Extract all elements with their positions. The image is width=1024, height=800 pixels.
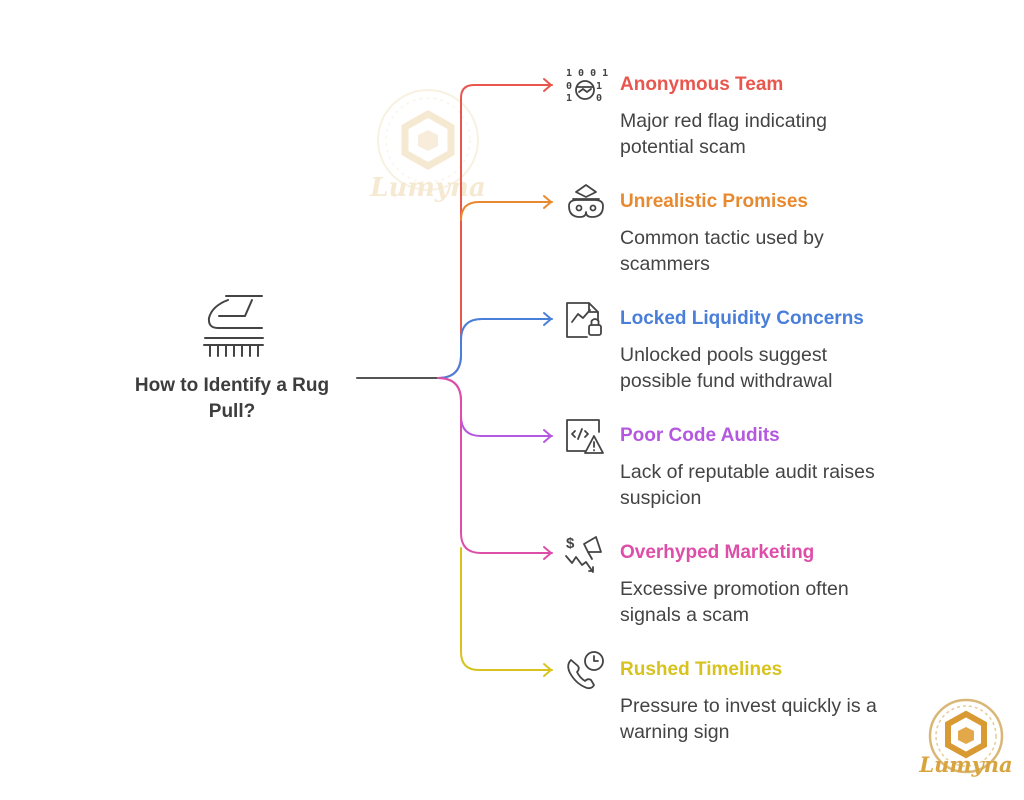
item-desc-line1: Common tactic used by [620, 227, 824, 249]
item-description: Common tactic used by scammers [620, 225, 950, 277]
code-warning-icon [566, 419, 604, 454]
svg-text:1: 1 [566, 93, 572, 104]
connector-lines [356, 78, 553, 677]
watermark-logo-faint: Lumyna [369, 89, 486, 203]
branch-item-rushed-timelines: Rushed Timelines Pressure to invest quic… [620, 657, 950, 745]
item-description: Excessive promotion often signals a scam [620, 576, 950, 628]
item-title: Overhyped Marketing [620, 542, 815, 563]
item-title: Poor Code Audits [620, 425, 780, 446]
svg-text:0: 0 [596, 93, 602, 104]
item-description: Lack of reputable audit raises suspicion [620, 459, 950, 511]
item-desc-line2: signals a scam [620, 604, 749, 626]
item-title: Locked Liquidity Concerns [620, 308, 864, 329]
item-desc-line1: Unlocked pools suggest [620, 344, 828, 366]
arrowhead-1 [543, 78, 552, 92]
thief-mask-icon [568, 184, 604, 218]
item-desc-line2: possible fund withdrawal [620, 370, 833, 392]
item-title: Unrealistic Promises [620, 191, 808, 212]
watermark-text-faint: Lumyna [369, 173, 486, 203]
branch-locked-liquidity [437, 318, 553, 379]
svg-text:1 0 0 1: 1 0 0 1 [566, 68, 608, 79]
item-desc-line1: Pressure to invest quickly is a [620, 695, 877, 717]
arrowhead-3 [543, 312, 552, 326]
item-title: Anonymous Team [620, 74, 784, 95]
watermark-logo: Lumyna [918, 698, 1013, 777]
arrowhead-6 [543, 663, 552, 677]
item-description: Unlocked pools suggest possible fund wit… [620, 342, 950, 394]
chart-lock-icon [566, 302, 602, 338]
arrowhead-2 [543, 195, 552, 209]
arrowhead-5 [543, 546, 552, 560]
item-desc-line1: Excessive promotion often [620, 578, 849, 600]
branch-rushed-timelines [460, 547, 553, 671]
branch-item-poor-code-audits: Poor Code Audits Lack of reputable audit… [620, 423, 950, 511]
item-description: Pressure to invest quickly is a warning … [620, 693, 950, 745]
branch-item-overhyped-marketing: Overhyped Marketing Excessive promotion … [620, 540, 950, 628]
branch-unrealistic-promises [460, 201, 553, 221]
svg-text:0: 0 [566, 81, 572, 92]
scanner-icon [203, 295, 264, 357]
arrowhead-4 [543, 429, 552, 443]
masked-face-binary-icon: 1 0 0 1 0 1 1 0 [566, 68, 608, 104]
item-description: Major red flag indicating potential scam [620, 108, 950, 160]
svg-text:1: 1 [596, 81, 602, 92]
item-desc-line1: Lack of reputable audit raises [620, 461, 875, 483]
item-desc-line2: warning sign [620, 721, 730, 743]
root-title: How to Identify a Rug Pull? [118, 373, 346, 425]
branch-item-locked-liquidity: Locked Liquidity Concerns Unlocked pools… [620, 306, 950, 394]
item-title: Rushed Timelines [620, 659, 783, 680]
root-title-line2: Pull? [208, 401, 256, 422]
item-desc-line2: scammers [620, 253, 710, 275]
svg-text:$: $ [566, 535, 575, 552]
branch-poor-code-audits [437, 377, 553, 437]
branch-overhyped-marketing [437, 377, 553, 554]
branch-item-anonymous-team: Anonymous Team Major red flag indicating… [620, 72, 950, 160]
branch-anonymous-team [437, 84, 553, 379]
megaphone-dollar-icon: $ [565, 535, 602, 573]
watermark-text: Lumyna [918, 752, 1012, 777]
item-desc-line2: suspicion [620, 487, 702, 509]
clock-phone-icon [567, 651, 604, 690]
branch-item-unrealistic-promises: Unrealistic Promises Common tactic used … [620, 189, 950, 277]
item-desc-line2: potential scam [620, 136, 746, 158]
item-desc-line1: Major red flag indicating [620, 110, 828, 132]
root-title-line1: How to Identify a Rug [134, 375, 330, 396]
